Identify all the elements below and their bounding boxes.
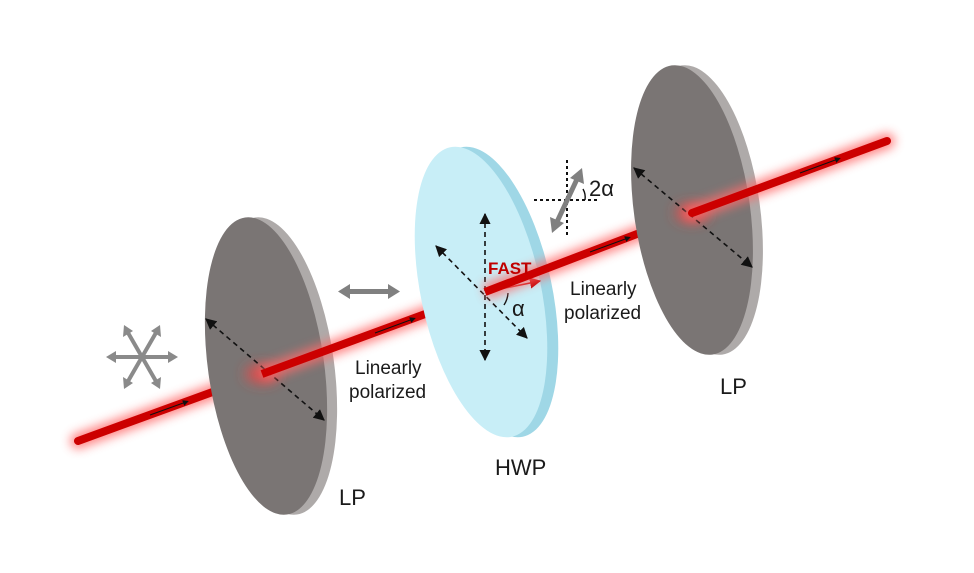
label-hwp: HWP — [495, 455, 546, 480]
label-two-alpha: 2α — [589, 176, 614, 201]
label-lp-left: LP — [339, 485, 366, 510]
label-alpha: α — [512, 296, 525, 321]
hwp-diagonal-axis — [435, 245, 528, 339]
alpha-angle-arc — [503, 292, 509, 306]
polarizer-axis-left — [205, 318, 325, 421]
label-linearly-polarized-1-line2: polarized — [349, 382, 426, 403]
label-linearly-polarized-2-line2: polarized — [564, 303, 641, 324]
label-fast-axis: FAST — [488, 259, 532, 278]
label-linearly-polarized-1-line1: Linearly — [355, 358, 422, 379]
label-linearly-polarized-2-line1: Linearly — [570, 279, 637, 300]
polarizer-axis-right — [633, 167, 753, 268]
laser-beam-output — [684, 133, 895, 221]
rotated-polarization-indicator — [534, 160, 600, 238]
label-lp-right: LP — [720, 374, 747, 399]
unpolarized-light-icon — [106, 325, 178, 389]
horizontal-polarization-arrow — [338, 284, 400, 299]
